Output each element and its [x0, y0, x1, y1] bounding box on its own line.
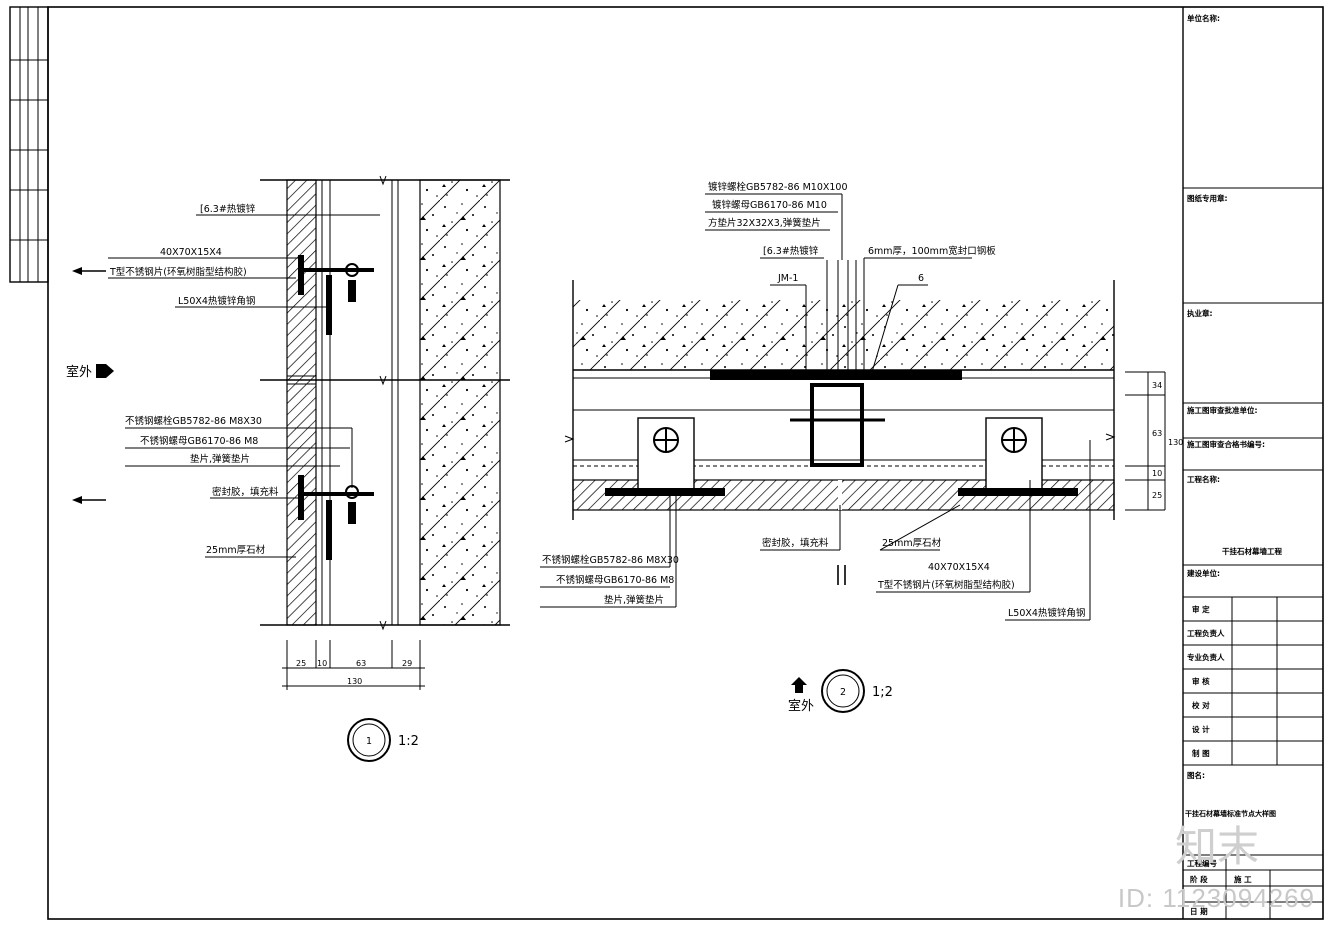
- title-block-frame: [1182, 7, 1323, 919]
- outdoor-up-arrow-icon: [791, 677, 807, 693]
- detail-2-leaders: [540, 193, 1091, 621]
- label-tbar-size-r: 40X70X15X4: [928, 562, 990, 573]
- dim-3: 63: [356, 659, 366, 668]
- detail-1-leaders: [108, 214, 380, 558]
- label-tbar-size: 40X70X15X4: [160, 247, 222, 258]
- binding-strip: [9, 6, 49, 283]
- tb-stage-label: 阶 段: [1190, 874, 1208, 884]
- tb-role-4: 审 核: [1192, 676, 1210, 686]
- tb-drawing-seal: 图纸专用章:: [1187, 193, 1228, 203]
- label-outdoor: 室外: [66, 364, 92, 380]
- detail-1-scale: 1:2: [398, 734, 419, 749]
- label-sealant: 密封胶，填充料: [212, 486, 279, 498]
- tb-review-unit: 施工图审查批准单位:: [1187, 405, 1258, 415]
- label-stone-r: 25mm厚石材: [882, 537, 942, 549]
- detail-2-number: 2: [840, 687, 846, 698]
- label-nut: 不锈钢螺母GB6170-86 M8: [140, 435, 258, 447]
- sheet-border: [47, 6, 1324, 920]
- tb-role-3: 专业负责人: [1187, 652, 1225, 662]
- tb-project-label: 工程名称:: [1187, 474, 1220, 484]
- arrow-icon: [72, 496, 82, 504]
- tb-project-name: 干挂石材幕墙工程: [1222, 546, 1282, 556]
- tb-role-6: 设 计: [1192, 724, 1210, 734]
- label-channel-r: [6.3#热镀锌: [763, 245, 819, 257]
- label-nut-top: 镀锌螺母GB6170-86 M10: [712, 199, 827, 211]
- tb-role-2: 工程负责人: [1187, 628, 1225, 638]
- label-nut-r: 不锈钢螺母GB6170-86 M8: [556, 574, 674, 586]
- label-stone: 25mm厚石材: [206, 544, 266, 556]
- label-bolt-top: 镀锌螺栓GB5782-86 M10X100: [708, 181, 848, 193]
- dim-v-total: 130: [1168, 438, 1183, 447]
- detail-1-number: 1: [366, 736, 372, 747]
- label-washer-top: 方垫片32X32X3,弹簧垫片: [708, 217, 821, 229]
- dim-4: 29: [402, 659, 412, 668]
- arrow-icon: [72, 267, 82, 275]
- dim-1: 25: [296, 659, 306, 668]
- label-jm: JM-1: [777, 273, 798, 284]
- label-sealant-r: 密封胶，填充料: [762, 537, 829, 549]
- tb-role-1: 审 定: [1192, 604, 1210, 614]
- detail-1-marker-icon: [347, 718, 391, 762]
- dim-v-3: 10: [1152, 469, 1162, 478]
- label-bolt: 不锈钢螺栓GB5782-86 M8X30: [125, 415, 262, 427]
- detail-1-section: [260, 175, 510, 690]
- label-washer: 垫片,弹簧垫片: [190, 453, 250, 465]
- label-channel: [6.3#热镀锌: [200, 203, 256, 215]
- tb-drawing-name-label: 图名:: [1187, 770, 1205, 780]
- detail-2-marker-icon: [821, 669, 865, 713]
- dim-v-1: 34: [1152, 381, 1162, 390]
- detail-2-section: [564, 260, 1166, 585]
- label-washer-r: 垫片,弹簧垫片: [604, 594, 664, 606]
- tb-stage-value: 施 工: [1234, 874, 1252, 884]
- watermark-id: ID: 1123094269: [1117, 883, 1315, 913]
- tb-role-7: 制 图: [1192, 748, 1210, 758]
- watermark-logo: 知末: [1174, 822, 1259, 871]
- tb-date-label: 日 期: [1190, 906, 1208, 916]
- tb-build-unit: 建设单位:: [1186, 568, 1220, 578]
- label-plate: 6mm厚，100mm宽封口钢板: [868, 245, 996, 257]
- outdoor-arrow-icon: [96, 364, 114, 378]
- tb-practice-seal: 执业章:: [1187, 308, 1213, 318]
- label-angle-r: L50X4热镀锌角钢: [1008, 607, 1085, 619]
- label-weld: 6: [918, 273, 924, 284]
- label-tbar: T型不锈钢片(环氧树脂型结构胶): [109, 266, 247, 278]
- tb-role-5: 校 对: [1192, 700, 1210, 710]
- tb-drawing-name: 干挂石材幕墙标准节点大样图: [1185, 809, 1276, 818]
- label-tbar-r: T型不锈钢片(环氧树脂型结构胶): [877, 579, 1015, 591]
- tb-project-no: 工程编号: [1187, 858, 1217, 868]
- dim-2: 10: [317, 659, 327, 668]
- label-outdoor-r: 室外: [788, 698, 814, 714]
- tb-cert-no: 施工图审查合格书编号:: [1187, 439, 1265, 449]
- dim-total: 130: [347, 677, 362, 686]
- tb-unit: 单位名称:: [1187, 13, 1220, 23]
- detail-2-scale: 1;2: [872, 685, 893, 700]
- dim-v-4: 25: [1152, 491, 1162, 500]
- label-angle: L50X4热镀锌角钢: [178, 295, 255, 307]
- label-bolt-r: 不锈钢螺栓GB5782-86 M8X30: [542, 554, 679, 566]
- dim-v-2: 63: [1152, 429, 1162, 438]
